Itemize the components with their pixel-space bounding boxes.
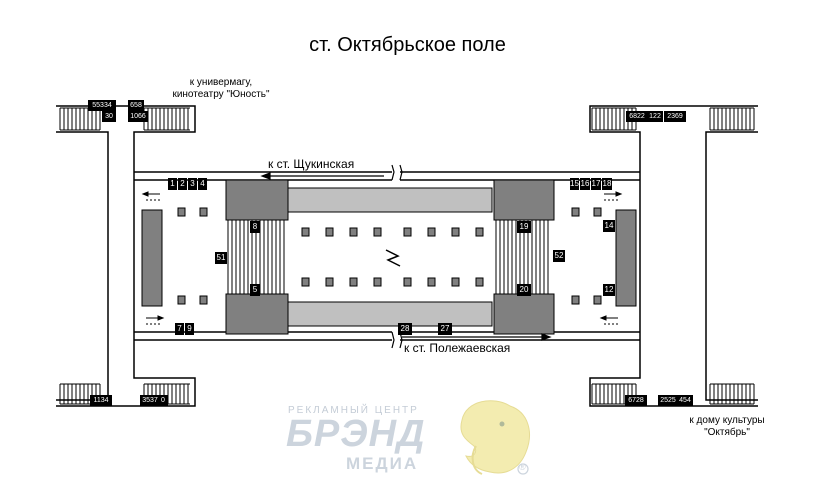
exit-9: 9 bbox=[185, 323, 194, 335]
exit-12: 12 bbox=[603, 284, 615, 296]
code-bl-b: 3537 bbox=[140, 395, 160, 406]
platform-column bbox=[451, 227, 460, 237]
platform-column bbox=[199, 295, 208, 305]
exit-18: 18 bbox=[602, 178, 612, 190]
code-tr-c: 2369 bbox=[664, 111, 686, 122]
platform-column bbox=[571, 207, 580, 217]
exit-5: 5 bbox=[250, 284, 260, 296]
exit-16: 16 bbox=[580, 178, 590, 190]
track-bottom bbox=[287, 301, 493, 327]
code-br-c: 454 bbox=[677, 395, 693, 406]
platform-column bbox=[177, 207, 186, 217]
exit-28: 28 bbox=[398, 323, 412, 335]
right-corridor-block bbox=[615, 209, 637, 307]
platform-column bbox=[593, 295, 602, 305]
platform-column bbox=[475, 277, 484, 287]
left-vestibule-outline bbox=[56, 131, 109, 401]
platform-column bbox=[403, 227, 412, 237]
code-tl-a: 55334 bbox=[88, 100, 116, 111]
platform-column bbox=[593, 207, 602, 217]
exit-7: 7 bbox=[175, 323, 184, 335]
exit-3: 3 bbox=[188, 178, 197, 190]
left-upper-passage bbox=[56, 105, 196, 172]
escalator-block-top-left bbox=[225, 179, 289, 221]
arrow-head-right bbox=[541, 333, 552, 341]
platform-column bbox=[403, 277, 412, 287]
exit-2: 2 bbox=[178, 178, 187, 190]
note-top-left-line-1: к универмагу, bbox=[189, 77, 253, 88]
platform-column bbox=[475, 227, 484, 237]
platform-column bbox=[427, 277, 436, 287]
code-br-a: 6728 bbox=[625, 395, 647, 406]
platform-column bbox=[373, 227, 382, 237]
registered-mark: ® bbox=[519, 462, 526, 472]
right-upper-passage bbox=[589, 105, 758, 172]
note-bottom-right-line-2: "Октябрь" bbox=[704, 427, 750, 438]
escalator-block-top-right bbox=[493, 179, 555, 221]
right-lower-passage bbox=[589, 340, 758, 407]
mammoth-logo-icon bbox=[460, 400, 530, 475]
code-tl-b: 658 bbox=[128, 100, 144, 111]
exit-51: 51 bbox=[215, 252, 227, 264]
left-lower-passage bbox=[56, 340, 196, 407]
direction-polezhaevskaya: к ст. Полежаевская bbox=[404, 341, 511, 355]
platform-column bbox=[427, 227, 436, 237]
note-top-left-line-2: кинотеатру "Юность" bbox=[172, 89, 270, 100]
exit-52: 52 bbox=[553, 250, 565, 262]
platform-column bbox=[325, 227, 334, 237]
arrow-head-left bbox=[260, 172, 271, 180]
code-tr-b: 122 bbox=[647, 111, 663, 122]
escalator-block-bottom-left bbox=[225, 293, 289, 335]
logo-sub-text: МЕДИА bbox=[346, 454, 419, 473]
exit-15: 15 bbox=[570, 178, 579, 190]
break-mark bbox=[385, 164, 403, 349]
page-title: ст. Октябрьское поле bbox=[309, 34, 506, 56]
code-tr-a: 6822 bbox=[626, 111, 648, 122]
logo-top-text: РЕКЛАМНЫЙ ЦЕНТР bbox=[288, 405, 419, 416]
logo-main-text: БРЭНД bbox=[286, 413, 426, 455]
exit-4: 4 bbox=[198, 178, 207, 190]
platform-column bbox=[373, 277, 382, 287]
escalator-hatch-left bbox=[227, 220, 285, 294]
platform-column bbox=[349, 227, 358, 237]
left-corridor-block bbox=[141, 209, 163, 307]
code-tl-d: 1066 bbox=[128, 111, 148, 122]
exit-arrows bbox=[141, 191, 623, 325]
platform-column bbox=[451, 277, 460, 287]
note-top-left: к универмагу, кинотеатру "Юность" bbox=[158, 77, 284, 101]
platform-column bbox=[177, 295, 186, 305]
track-top bbox=[287, 187, 493, 213]
code-br-b: 2525 bbox=[658, 395, 678, 406]
platform-column bbox=[349, 277, 358, 287]
escalator-block-bottom-right bbox=[493, 293, 555, 335]
note-bottom-right: к дому культуры "Октябрь" bbox=[672, 415, 782, 439]
platform-column bbox=[301, 277, 310, 287]
exit-1: 1 bbox=[168, 178, 177, 190]
platform-column bbox=[325, 277, 334, 287]
code-tl-c: 30 bbox=[102, 111, 116, 122]
exit-20: 20 bbox=[517, 284, 531, 296]
exit-8: 8 bbox=[250, 221, 260, 233]
code-bl-a: 1134 bbox=[90, 395, 112, 406]
platform-column bbox=[301, 227, 310, 237]
exit-27: 27 bbox=[438, 323, 452, 335]
platform-column bbox=[199, 207, 208, 217]
stairs-group bbox=[59, 107, 755, 405]
right-vestibule-outline bbox=[705, 131, 758, 401]
platform-columns bbox=[177, 207, 602, 305]
exit-19: 19 bbox=[517, 221, 531, 233]
direction-shchukinskaya: к ст. Щукинская bbox=[268, 157, 355, 171]
exit-17: 17 bbox=[591, 178, 601, 190]
note-bottom-right-line-1: к дому культуры bbox=[689, 415, 765, 426]
exit-14: 14 bbox=[603, 220, 615, 232]
code-bl-c: 0 bbox=[158, 395, 168, 406]
platform-column bbox=[571, 295, 580, 305]
